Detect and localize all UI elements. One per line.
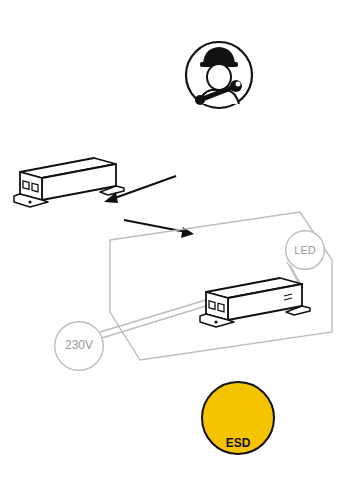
terminal-marks xyxy=(284,294,292,300)
node-label: ESD xyxy=(226,437,251,450)
mains-circle: 230V xyxy=(54,321,104,371)
technician-icon xyxy=(186,42,252,108)
installation-frame xyxy=(110,212,332,360)
node-label: 230V xyxy=(65,339,93,352)
led-driver xyxy=(14,158,124,207)
led-circle: LED xyxy=(285,230,325,270)
exchange-arrows xyxy=(104,176,194,238)
led-driver xyxy=(200,278,310,327)
esd-badge: ESD xyxy=(201,381,275,455)
node-label: LED xyxy=(294,244,315,256)
